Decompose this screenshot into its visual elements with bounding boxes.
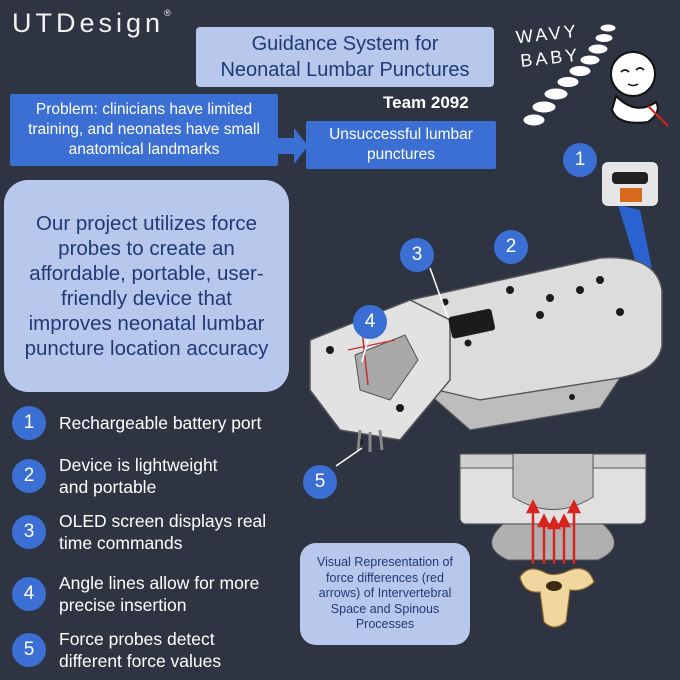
title-line-2: Neonatal Lumbar Punctures	[220, 59, 470, 81]
feature-number-badge: 1	[12, 406, 46, 440]
arrow-right-icon	[278, 128, 308, 164]
device-illustration	[309, 162, 663, 467]
feature-number-badge: 3	[12, 515, 46, 549]
poster-title: Guidance System for Neonatal Lumbar Punc…	[196, 27, 494, 87]
problem-result: Unsuccessful lumbar punctures	[306, 121, 496, 169]
team-label: Team 2092	[383, 93, 469, 112]
callout-2-body: 2	[494, 230, 528, 264]
feature-number-badge: 4	[12, 577, 46, 611]
feature-number-badge: 5	[12, 633, 46, 667]
project-summary: Our project utilizes force probes to cre…	[4, 180, 289, 392]
wavy-baby-logo: WAVY BABY	[515, 21, 669, 127]
feature-item: 1 Rechargeable battery port	[12, 406, 302, 440]
svg-text:WAVY: WAVY	[515, 21, 580, 47]
callout-3-screen: 3	[400, 238, 434, 272]
callout-4-angle-lines: 4	[353, 305, 387, 339]
callout-1-battery: 1	[563, 143, 597, 177]
visual-caption: Visual Representation of force differenc…	[300, 543, 470, 645]
wavy-text: WAVY	[515, 21, 580, 47]
title-line-1: Guidance System for	[251, 33, 439, 55]
callout-5-force-probes: 5	[303, 465, 337, 499]
cross-section-illustration	[459, 453, 647, 628]
utdesign-logo: UTDesign®	[12, 8, 171, 38]
problem-statement: Problem: clinicians have limited trainin…	[10, 94, 278, 166]
feature-number-badge: 2	[12, 459, 46, 493]
